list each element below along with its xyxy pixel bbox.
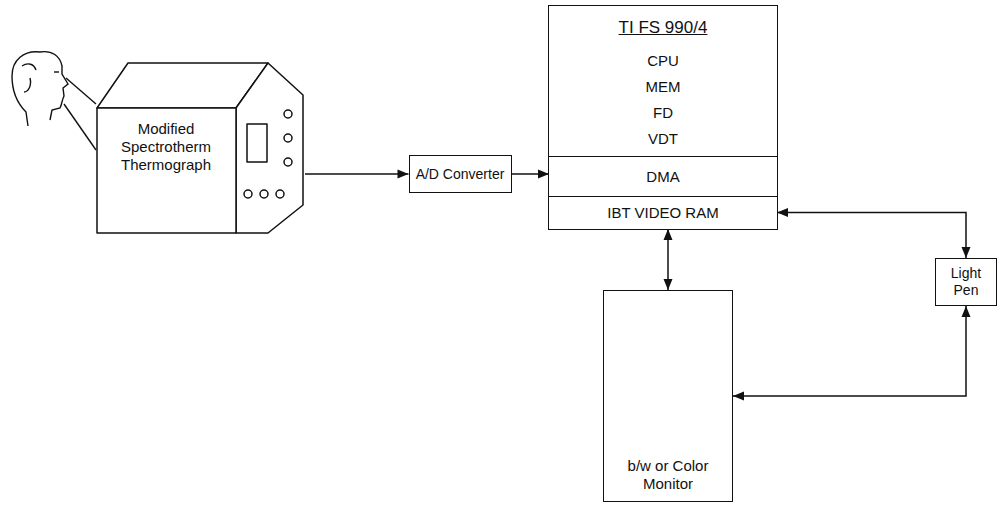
node-label: b/w or Color Monitor	[604, 457, 732, 493]
node-label: TI FS 990/4	[549, 18, 777, 38]
connector-line	[733, 306, 966, 396]
monitor-box: b/w or Color Monitor	[603, 290, 733, 502]
thermograph-housing: Modified Spectrotherm Thermograph	[96, 62, 305, 235]
connector-line	[305, 173, 409, 175]
node-label: FD	[549, 104, 777, 122]
node-label: A/D Converter	[416, 166, 505, 183]
node-label: MEM	[549, 78, 777, 96]
computer-box: TI FS 990/4CPU MEM FD VDT DMA IBT VIDEO RAM	[548, 5, 778, 230]
arrow-head	[398, 170, 409, 179]
connector	[777, 208, 971, 258]
connector-line	[777, 213, 966, 259]
arrow-head	[733, 392, 744, 401]
node-label: Modified Spectrotherm Thermograph	[101, 120, 231, 174]
node-label: IBT VIDEO RAM	[607, 204, 718, 222]
dma-section: DMA	[549, 156, 777, 196]
connector	[512, 170, 550, 179]
connector	[305, 170, 409, 179]
face-illustration	[12, 52, 96, 150]
node-label: DMA	[646, 168, 679, 186]
connector	[733, 306, 971, 401]
connector	[664, 229, 673, 290]
arrow-head	[664, 279, 673, 290]
light-pen-box: Light Pen	[935, 258, 997, 306]
video-ram-section: IBT VIDEO RAM	[549, 196, 777, 229]
arrow-head	[777, 208, 788, 217]
arrow-head	[664, 229, 673, 240]
arrow-head	[962, 247, 971, 258]
arrow-head	[962, 306, 971, 317]
node-label: VDT	[549, 130, 777, 148]
node-label: CPU	[549, 52, 777, 70]
converter-box: A/D Converter	[409, 155, 512, 193]
node-label: Light Pen	[943, 265, 989, 299]
